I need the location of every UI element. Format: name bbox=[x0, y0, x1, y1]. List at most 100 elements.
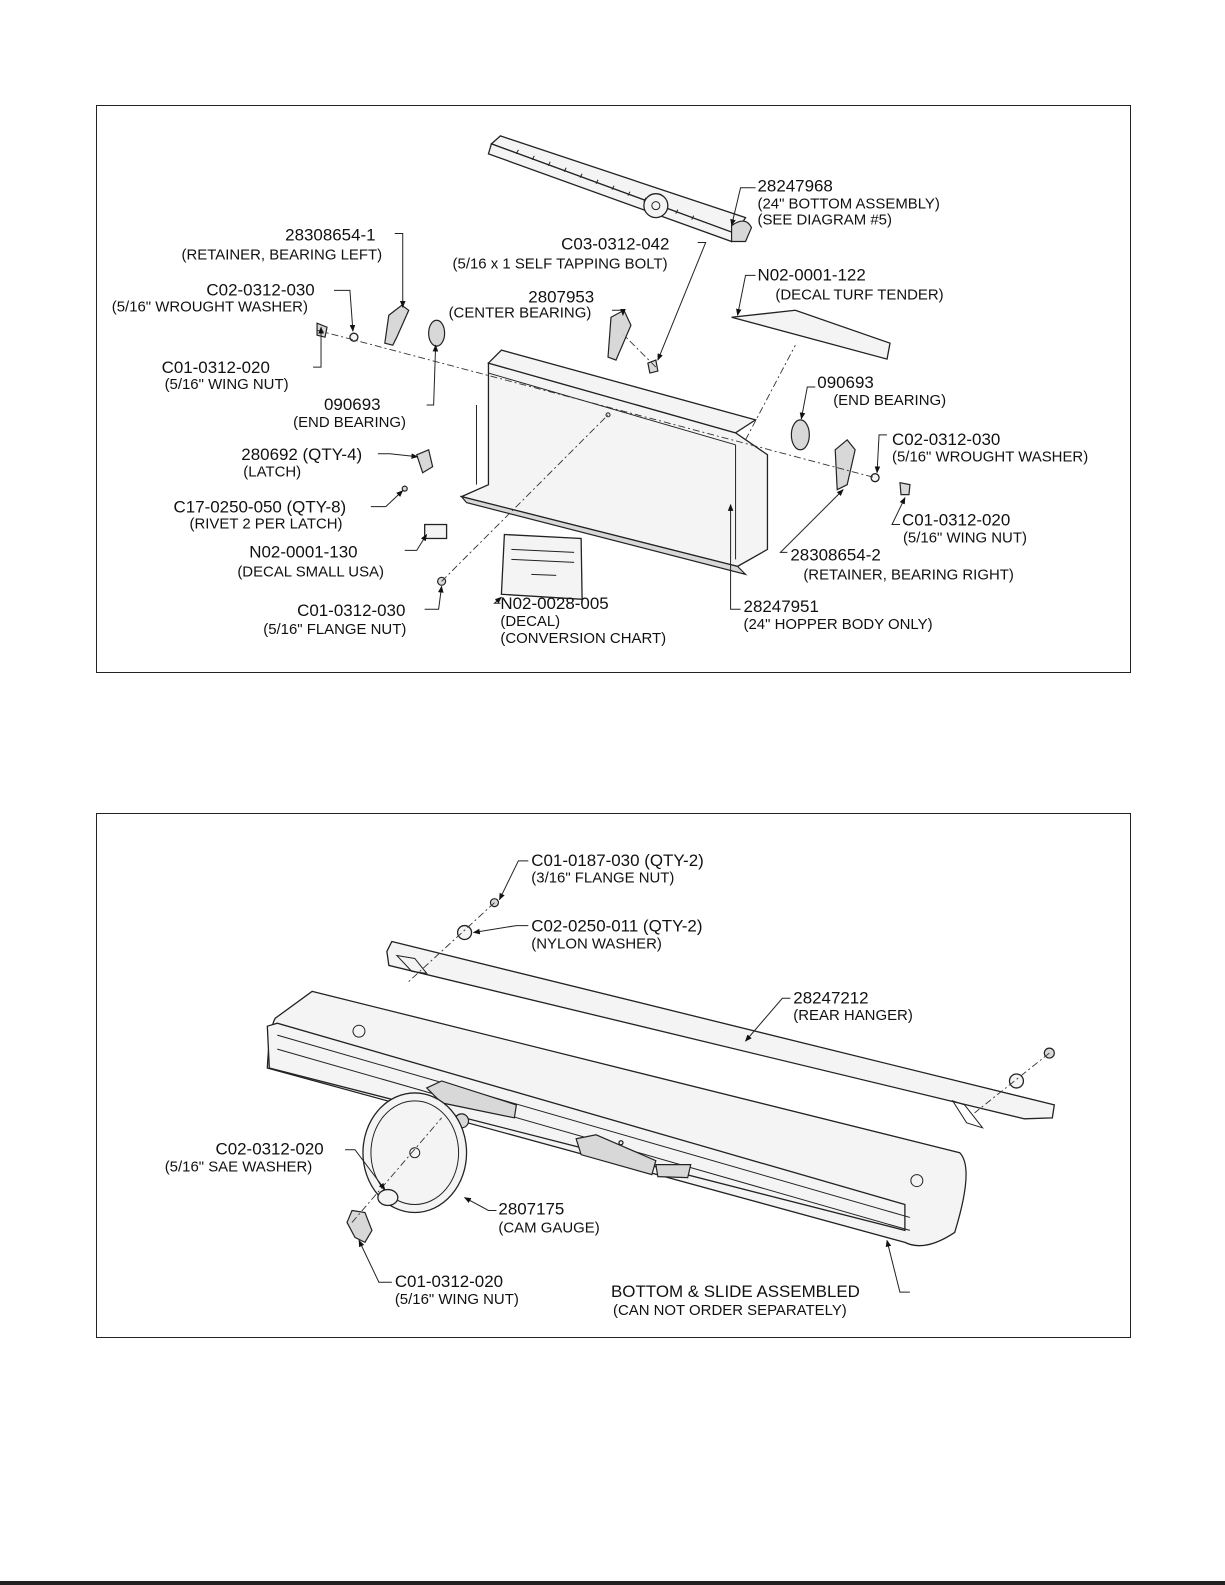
label-decal-conversion-chart: N02-0028-005 (DECAL) (CONVERSION CHART) bbox=[500, 594, 666, 647]
svg-text:(RETAINER, BEARING LEFT): (RETAINER, BEARING LEFT) bbox=[182, 246, 383, 263]
label-latch: 280692 (QTY-4) (LATCH) bbox=[241, 445, 362, 481]
label-wing-nut: C01-0312-020 (5/16" WING NUT) bbox=[395, 1272, 519, 1308]
svg-text:N02-0001-130: N02-0001-130 bbox=[249, 542, 357, 561]
bottom-assembly-diagram-svg: C01-0187-030 (QTY-2) (3/16" FLANGE NUT) … bbox=[165, 851, 1056, 1319]
label-bottom-assembly: 28247968 (24" BOTTOM ASSEMBLY) (SEE DIAG… bbox=[757, 177, 939, 229]
svg-text:BOTTOM & SLIDE ASSEMBLED: BOTTOM & SLIDE ASSEMBLED bbox=[611, 1282, 860, 1301]
svg-text:C17-0250-050 (QTY-8): C17-0250-050 (QTY-8) bbox=[174, 498, 347, 517]
svg-text:2807953: 2807953 bbox=[528, 287, 594, 306]
svg-text:28247951: 28247951 bbox=[744, 597, 819, 616]
washer-left-part bbox=[349, 332, 359, 342]
cam-gauge-part bbox=[362, 1092, 468, 1214]
svg-text:(5/16 x 1 SELF TAPPING BOLT): (5/16 x 1 SELF TAPPING BOLT) bbox=[453, 255, 668, 272]
svg-text:090693: 090693 bbox=[324, 395, 381, 414]
svg-text:28247968: 28247968 bbox=[757, 177, 832, 196]
end-bearing-right-part bbox=[790, 419, 810, 451]
label-end-bearing-right: 090693 (END BEARING) bbox=[817, 373, 946, 409]
svg-text:28308654-1: 28308654-1 bbox=[285, 226, 375, 245]
svg-text:(REAR HANGER): (REAR HANGER) bbox=[793, 1007, 913, 1024]
svg-text:28247212: 28247212 bbox=[793, 988, 868, 1007]
svg-text:(SEE DIAGRAM #5): (SEE DIAGRAM #5) bbox=[757, 212, 891, 229]
svg-text:(5/16" SAE WASHER): (5/16" SAE WASHER) bbox=[165, 1159, 313, 1176]
label-center-bearing: 2807953 (CENTER BEARING) bbox=[449, 287, 595, 321]
svg-text:090693: 090693 bbox=[817, 373, 874, 392]
svg-text:(END BEARING): (END BEARING) bbox=[833, 392, 946, 409]
hopper-body-part bbox=[459, 349, 769, 576]
svg-text:(5/16" WING NUT): (5/16" WING NUT) bbox=[165, 376, 289, 393]
label-washer-left: C02-0312-030 (5/16" WROUGHT WASHER) bbox=[112, 280, 315, 315]
retainer-right-part bbox=[834, 438, 856, 491]
label-decal-small-usa: N02-0001-130 (DECAL SMALL USA) bbox=[237, 542, 384, 580]
svg-text:C01-0312-030: C01-0312-030 bbox=[297, 601, 405, 620]
svg-text:(24" HOPPER BODY ONLY): (24" HOPPER BODY ONLY) bbox=[744, 616, 933, 633]
svg-text:C01-0312-020: C01-0312-020 bbox=[395, 1272, 503, 1291]
center-bearing-part bbox=[607, 309, 632, 361]
svg-text:(CENTER BEARING): (CENTER BEARING) bbox=[449, 304, 592, 321]
svg-text:(END BEARING): (END BEARING) bbox=[293, 414, 406, 431]
label-self-tapping-bolt: C03-0312-042 (5/16 x 1 SELF TAPPING BOLT… bbox=[453, 234, 670, 272]
svg-text:N02-0028-005: N02-0028-005 bbox=[500, 594, 608, 613]
rivet-part bbox=[401, 485, 408, 492]
label-wing-nut-left: C01-0312-020 (5/16" WING NUT) bbox=[162, 358, 289, 393]
svg-text:(RIVET 2 PER LATCH): (RIVET 2 PER LATCH) bbox=[189, 516, 342, 533]
svg-text:280692 (QTY-4): 280692 (QTY-4) bbox=[241, 445, 362, 464]
svg-text:(CAN NOT ORDER SEPARATELY): (CAN NOT ORDER SEPARATELY) bbox=[613, 1302, 847, 1319]
label-retainer-right: 28308654-2 (RETAINER, BEARING RIGHT) bbox=[790, 545, 1013, 583]
label-retainer-left: 28308654-1 (RETAINER, BEARING LEFT) bbox=[182, 226, 383, 264]
hopper-exploded-diagram: 28247968 (24" BOTTOM ASSEMBLY) (SEE DIAG… bbox=[96, 105, 1131, 673]
svg-text:N02-0001-122: N02-0001-122 bbox=[757, 265, 865, 284]
svg-text:(LATCH): (LATCH) bbox=[243, 464, 301, 481]
svg-text:C02-0312-030: C02-0312-030 bbox=[206, 280, 314, 299]
svg-text:(3/16" FLANGE NUT): (3/16" FLANGE NUT) bbox=[531, 870, 674, 887]
svg-text:C02-0312-030: C02-0312-030 bbox=[892, 430, 1000, 449]
bottom-assembly-part bbox=[487, 135, 753, 243]
label-nylon-washer: C02-0250-011 (QTY-2) (NYLON WASHER) bbox=[531, 917, 702, 953]
svg-text:C02-0312-020: C02-0312-020 bbox=[216, 1140, 324, 1159]
label-washer-right: C02-0312-030 (5/16" WROUGHT WASHER) bbox=[892, 430, 1088, 466]
svg-text:(5/16" FLANGE NUT): (5/16" FLANGE NUT) bbox=[263, 621, 406, 638]
svg-text:2807175: 2807175 bbox=[498, 1199, 564, 1218]
svg-text:(DECAL): (DECAL) bbox=[500, 613, 560, 630]
nylon-washer-right bbox=[1008, 1073, 1025, 1089]
svg-text:C03-0312-042: C03-0312-042 bbox=[561, 234, 669, 253]
svg-text:(5/16" WROUGHT WASHER): (5/16" WROUGHT WASHER) bbox=[892, 449, 1088, 466]
hopper-diagram-svg: 28247968 (24" BOTTOM ASSEMBLY) (SEE DIAG… bbox=[112, 135, 1088, 647]
retainer-left-part bbox=[384, 304, 410, 346]
svg-text:C01-0187-030 (QTY-2): C01-0187-030 (QTY-2) bbox=[531, 851, 703, 870]
label-end-bearing-left: 090693 (END BEARING) bbox=[293, 395, 406, 431]
label-flange-nut-small: C01-0187-030 (QTY-2) (3/16" FLANGE NUT) bbox=[531, 851, 703, 887]
label-rear-hanger: 28247212 (REAR HANGER) bbox=[793, 988, 913, 1024]
end-bearing-left-part bbox=[428, 319, 446, 347]
svg-text:(CAM GAUGE): (CAM GAUGE) bbox=[498, 1219, 599, 1236]
self-tapping-bolt-part bbox=[647, 359, 659, 374]
svg-text:28308654-2: 28308654-2 bbox=[790, 545, 880, 564]
label-decal-turf-tender: N02-0001-122 (DECAL TURF TENDER) bbox=[757, 265, 943, 303]
decal-turf-tender-part bbox=[731, 309, 891, 360]
label-cam-gauge: 2807175 (CAM GAUGE) bbox=[498, 1199, 599, 1236]
svg-text:(5/16" WING NUT): (5/16" WING NUT) bbox=[395, 1291, 519, 1308]
page-bottom-rule bbox=[0, 1581, 1225, 1585]
decal-small-usa-part bbox=[424, 523, 448, 540]
svg-text:(DECAL TURF TENDER): (DECAL TURF TENDER) bbox=[775, 286, 943, 303]
nylon-washer-left bbox=[456, 924, 473, 941]
svg-text:(CONVERSION CHART): (CONVERSION CHART) bbox=[500, 630, 666, 647]
bottom-slide-part bbox=[266, 990, 967, 1247]
svg-text:(5/16" WING NUT): (5/16" WING NUT) bbox=[903, 529, 1027, 546]
svg-text:(RETAINER, BEARING RIGHT): (RETAINER, BEARING RIGHT) bbox=[803, 566, 1014, 583]
label-wing-nut-right: C01-0312-020 (5/16" WING NUT) bbox=[902, 511, 1027, 547]
svg-text:C01-0312-020: C01-0312-020 bbox=[902, 511, 1010, 530]
bottom-assembly-exploded-diagram: C01-0187-030 (QTY-2) (3/16" FLANGE NUT) … bbox=[96, 813, 1131, 1338]
svg-text:(NYLON WASHER): (NYLON WASHER) bbox=[531, 935, 662, 952]
svg-text:C02-0250-011 (QTY-2): C02-0250-011 (QTY-2) bbox=[531, 917, 702, 936]
wing-nut-part bbox=[346, 1209, 373, 1244]
svg-text:C01-0312-020: C01-0312-020 bbox=[162, 358, 270, 377]
label-flange-nut: C01-0312-030 (5/16" FLANGE NUT) bbox=[263, 601, 406, 638]
svg-text:(24" BOTTOM ASSEMBLY): (24" BOTTOM ASSEMBLY) bbox=[757, 196, 939, 213]
label-sae-washer: C02-0312-020 (5/16" SAE WASHER) bbox=[165, 1140, 324, 1176]
label-bottom-slide: BOTTOM & SLIDE ASSEMBLED (CAN NOT ORDER … bbox=[611, 1282, 860, 1319]
rear-hanger-part bbox=[386, 940, 1056, 1129]
label-rivet: C17-0250-050 (QTY-8) (RIVET 2 PER LATCH) bbox=[174, 498, 347, 533]
wing-nut-right-part bbox=[899, 481, 911, 496]
latch-part bbox=[415, 448, 434, 474]
svg-text:(5/16" WROUGHT WASHER): (5/16" WROUGHT WASHER) bbox=[112, 298, 308, 315]
